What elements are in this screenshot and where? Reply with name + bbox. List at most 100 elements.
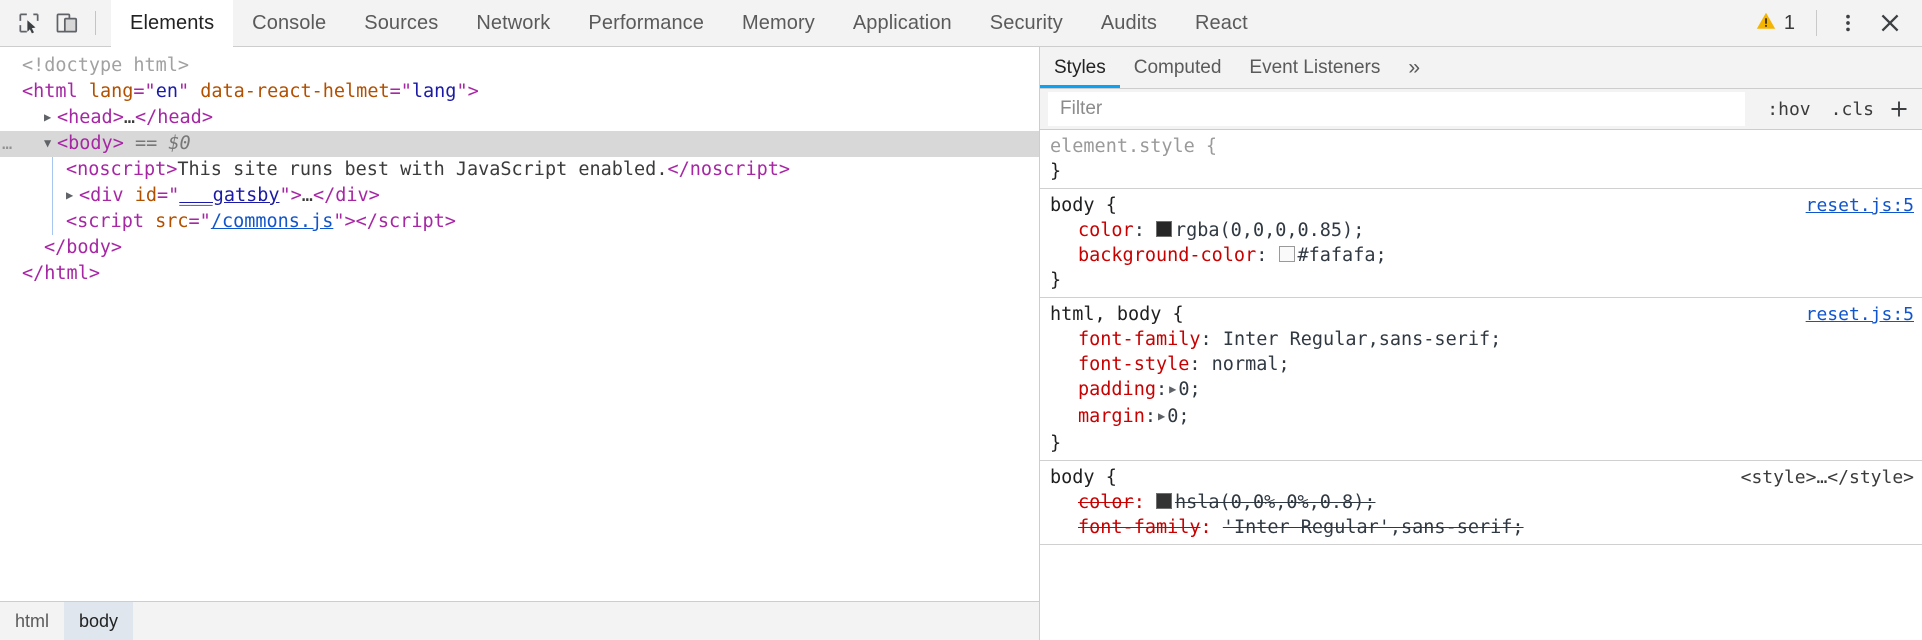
css-property-value[interactable]: Inter Regular,sans-serif; [1222,329,1502,350]
css-property-name[interactable]: font-style [1078,354,1190,375]
css-color-swatch[interactable] [1278,246,1295,262]
breadcrumb-item-html[interactable]: html [0,602,64,640]
css-selector[interactable]: html, body { [1050,304,1184,325]
css-shorthand-expand-icon[interactable]: ▶ [1169,382,1177,396]
css-selector[interactable]: element.style { [1050,136,1218,157]
css-declaration-font-family[interactable]: font-family: 'Inter Regular',sans-serif; [1050,515,1922,540]
css-property-value[interactable]: rgba(0,0,0,0.85); [1174,220,1365,241]
tab-performance[interactable]: Performance [569,0,723,46]
css-property-name[interactable]: color [1078,220,1134,241]
tab-elements[interactable]: Elements [111,0,234,47]
css-property-value[interactable]: hsla(0,0%,0%,0.8); [1174,492,1376,513]
dom-token-link2[interactable]: /commons.js [210,211,334,232]
dom-node-overflow-icon[interactable]: … [2,134,13,154]
css-shorthand-expand-icon[interactable]: ▶ [1157,409,1166,423]
dom-node-head[interactable]: ▶<head>…</head> [0,105,1039,131]
inspect-element-icon[interactable] [10,4,48,42]
css-rule-close-brace: } [1050,270,1062,291]
css-property-value[interactable]: 0; [1167,406,1190,427]
dom-token-punct2: =" [133,81,156,102]
css-declaration-padding[interactable]: padding:▶0; [1050,377,1922,404]
css-color-swatch[interactable] [1155,221,1172,237]
dom-node-expand-closed-icon[interactable]: ▶ [44,110,52,124]
css-declaration-font-family[interactable]: font-family: Inter Regular,sans-serif; [1050,327,1922,352]
breadcrumb-item-body[interactable]: body [64,602,134,640]
css-property-name[interactable]: font-family [1078,517,1201,538]
tab-event-listeners[interactable]: Event Listeners [1235,47,1394,88]
css-space [1267,245,1278,266]
css-declaration-font-style[interactable]: font-style: normal; [1050,352,1922,377]
dom-node-doctype[interactable]: <!doctype html> [0,53,1039,79]
toolbar-right-group: 1 [1745,0,1922,46]
css-selector[interactable]: body { [1050,467,1117,488]
new-style-rule-icon[interactable] [1884,94,1914,124]
element-classes-toggle[interactable]: .cls [1821,96,1884,123]
dom-token-tag: div [90,185,124,206]
css-source-label: <style>…</style> [1740,467,1914,488]
css-property-name[interactable]: padding [1078,379,1156,400]
dom-token-link[interactable]: ___gatsby [179,185,280,206]
tab-memory[interactable]: Memory [723,0,834,46]
dom-node-expand-open-icon[interactable]: ▼ [44,136,52,150]
device-toolbar-icon[interactable] [48,4,86,42]
dom-token-tag: html [33,81,78,102]
tab-styles[interactable]: Styles [1040,47,1120,88]
warning-count-button[interactable]: 1 [1745,0,1805,46]
dom-node-html-open[interactable]: <html lang="en" data-react-helmet="lang"… [0,79,1039,105]
dom-token-punct2: =" [389,81,412,102]
tab-network[interactable]: Network [457,0,569,46]
tab-react[interactable]: React [1176,0,1267,46]
tab-security-label: Security [989,11,1063,34]
styles-filter-input[interactable] [1048,92,1746,126]
dom-token-plain [78,81,89,102]
css-source-link[interactable]: reset.js:5 [1805,304,1914,325]
css-declaration-color[interactable]: color: hsla(0,0%,0%,0.8); [1050,490,1922,515]
css-property-value[interactable]: normal; [1211,354,1290,375]
dom-token-tag: head [68,107,113,128]
dom-token-punct: > [88,263,100,284]
tab-console[interactable]: Console [233,0,345,46]
dom-node-noscript[interactable]: <noscript>This site runs best with JavaS… [0,157,1039,183]
css-rule-element-style[interactable]: element.style {} [1040,130,1922,189]
css-selector[interactable]: body { [1050,195,1117,216]
dom-node-body-open[interactable]: …▼<body> == $0 [0,131,1039,157]
css-colon: : [1155,379,1168,400]
dom-node-expand-closed-icon[interactable]: ▶ [66,188,74,202]
dom-node-gatsby-div[interactable]: ▶<div id="___gatsby">…</div> [0,183,1039,209]
breadcrumb-item-html-label: html [15,610,50,631]
devtools-more-options-icon[interactable] [1828,3,1868,43]
dom-tree[interactable]: <!doctype html><html lang="en" data-reac… [0,47,1039,601]
css-declaration-color[interactable]: color: rgba(0,0,0,0.85); [1050,218,1922,243]
css-rule-body-styletag[interactable]: body { <style>…</style>color: hsla(0,0%,0… [1040,461,1922,545]
tab-event-listeners-label: Event Listeners [1249,56,1381,78]
dom-node-body-close[interactable]: </body> [0,235,1039,261]
css-property-name[interactable]: background-color [1078,245,1257,266]
css-declaration-margin[interactable]: margin:▶0; [1050,404,1922,431]
dom-node-html-close[interactable]: </html> [0,261,1039,287]
css-property-value[interactable]: #fafafa; [1297,245,1387,266]
tab-sources[interactable]: Sources [345,0,457,46]
pane-splitter[interactable] [1039,47,1042,640]
css-property-value[interactable]: 0; [1178,379,1201,400]
dom-token-punct: </ [355,211,378,232]
tab-computed[interactable]: Computed [1120,47,1236,88]
tab-security[interactable]: Security [971,0,1082,46]
css-color-swatch[interactable] [1155,493,1172,509]
tab-application[interactable]: Application [834,0,971,46]
css-property-value[interactable]: 'Inter Regular',sans-serif; [1222,517,1524,538]
tab-audits[interactable]: Audits [1082,0,1176,46]
css-property-name[interactable]: font-family [1078,329,1201,350]
css-declaration-background-color[interactable]: background-color: #fafafa; [1050,243,1922,268]
css-property-name[interactable]: margin [1078,406,1145,427]
css-source-link[interactable]: reset.js:5 [1805,195,1914,216]
more-tabs-label: » [1408,55,1421,79]
hover-state-toggle[interactable]: :hov [1757,96,1820,123]
dom-node-commons-script[interactable]: <script src="/commons.js"></script> [0,209,1039,235]
css-colon: : [1144,406,1156,427]
more-tabs-chevron-icon[interactable]: » [1394,47,1434,88]
css-property-name[interactable]: color [1078,492,1134,513]
close-devtools-icon[interactable] [1870,3,1910,43]
